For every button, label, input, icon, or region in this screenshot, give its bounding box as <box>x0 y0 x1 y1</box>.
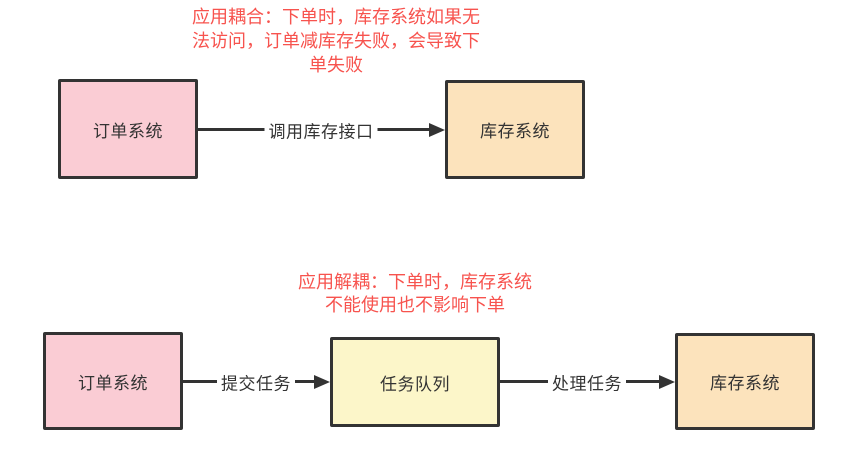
node-order-system-2-label: 订单系统 <box>78 373 148 393</box>
node-task-queue-label: 任务队列 <box>380 374 450 394</box>
arrow-label-submit-task: 提交任务 <box>217 369 295 395</box>
node-inventory-system: 库存系统 <box>445 80 585 179</box>
arrow-head-icon <box>429 122 445 137</box>
decoupling-caption: 应用解耦：下单时，库存系统 不能使用也不影响下单 <box>298 272 532 315</box>
node-inventory-system-2-label: 库存系统 <box>710 374 780 393</box>
arrow-head-icon <box>314 374 330 389</box>
node-order-system-label: 订单系统 <box>93 121 163 141</box>
arrow-label-call-inventory: 调用库存接口 <box>264 117 378 143</box>
arrow-label-process-task: 处理任务 <box>548 369 626 395</box>
node-task-queue: 任务队列 <box>330 337 500 427</box>
arrow-head-icon <box>659 374 675 389</box>
coupling-caption: 应用耦合：下单时，库存系统如果无 法访问，订单减库存失败，会导致下 单失败 <box>192 7 480 75</box>
node-inventory-system-2: 库存系统 <box>675 333 815 430</box>
node-order-system: 订单系统 <box>58 79 198 179</box>
node-order-system-2: 订单系统 <box>43 332 183 430</box>
node-inventory-system-label: 库存系统 <box>480 122 550 141</box>
